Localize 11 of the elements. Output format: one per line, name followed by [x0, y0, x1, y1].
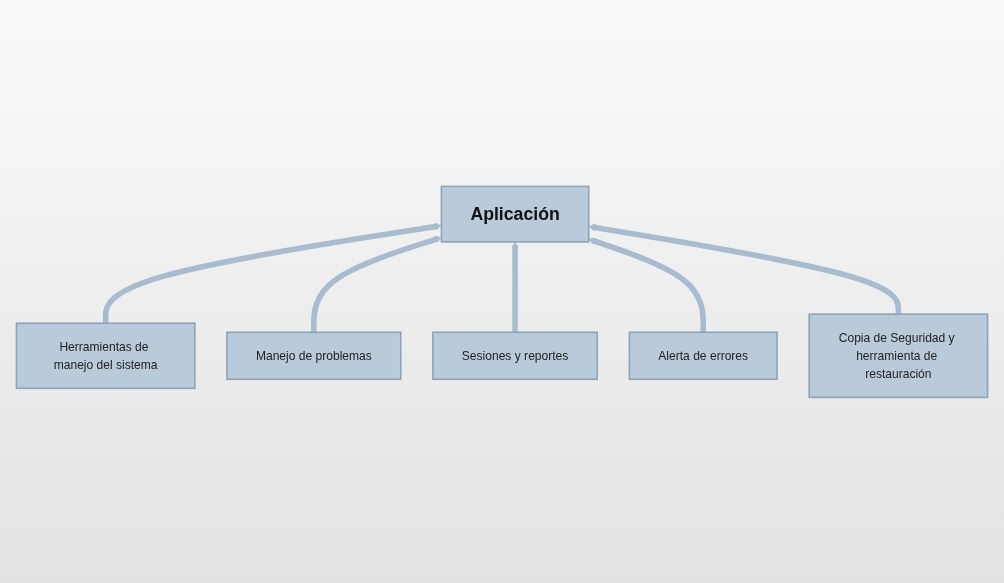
node-box: Herramientas de manejo del sistema [15, 322, 196, 389]
arrow [588, 237, 707, 332]
arrow [511, 241, 519, 332]
node-box: Copia de Seguridad y herramienta de restauración [808, 313, 989, 398]
node-box: Sesiones y reportes [432, 331, 599, 380]
node-box: Aplicación [440, 185, 590, 243]
arrow [588, 223, 902, 314]
arrow [102, 222, 442, 323]
arrow [311, 235, 442, 332]
node-box: Manejo de problemas [226, 331, 402, 380]
node-box: Alerta de errores [628, 331, 778, 380]
